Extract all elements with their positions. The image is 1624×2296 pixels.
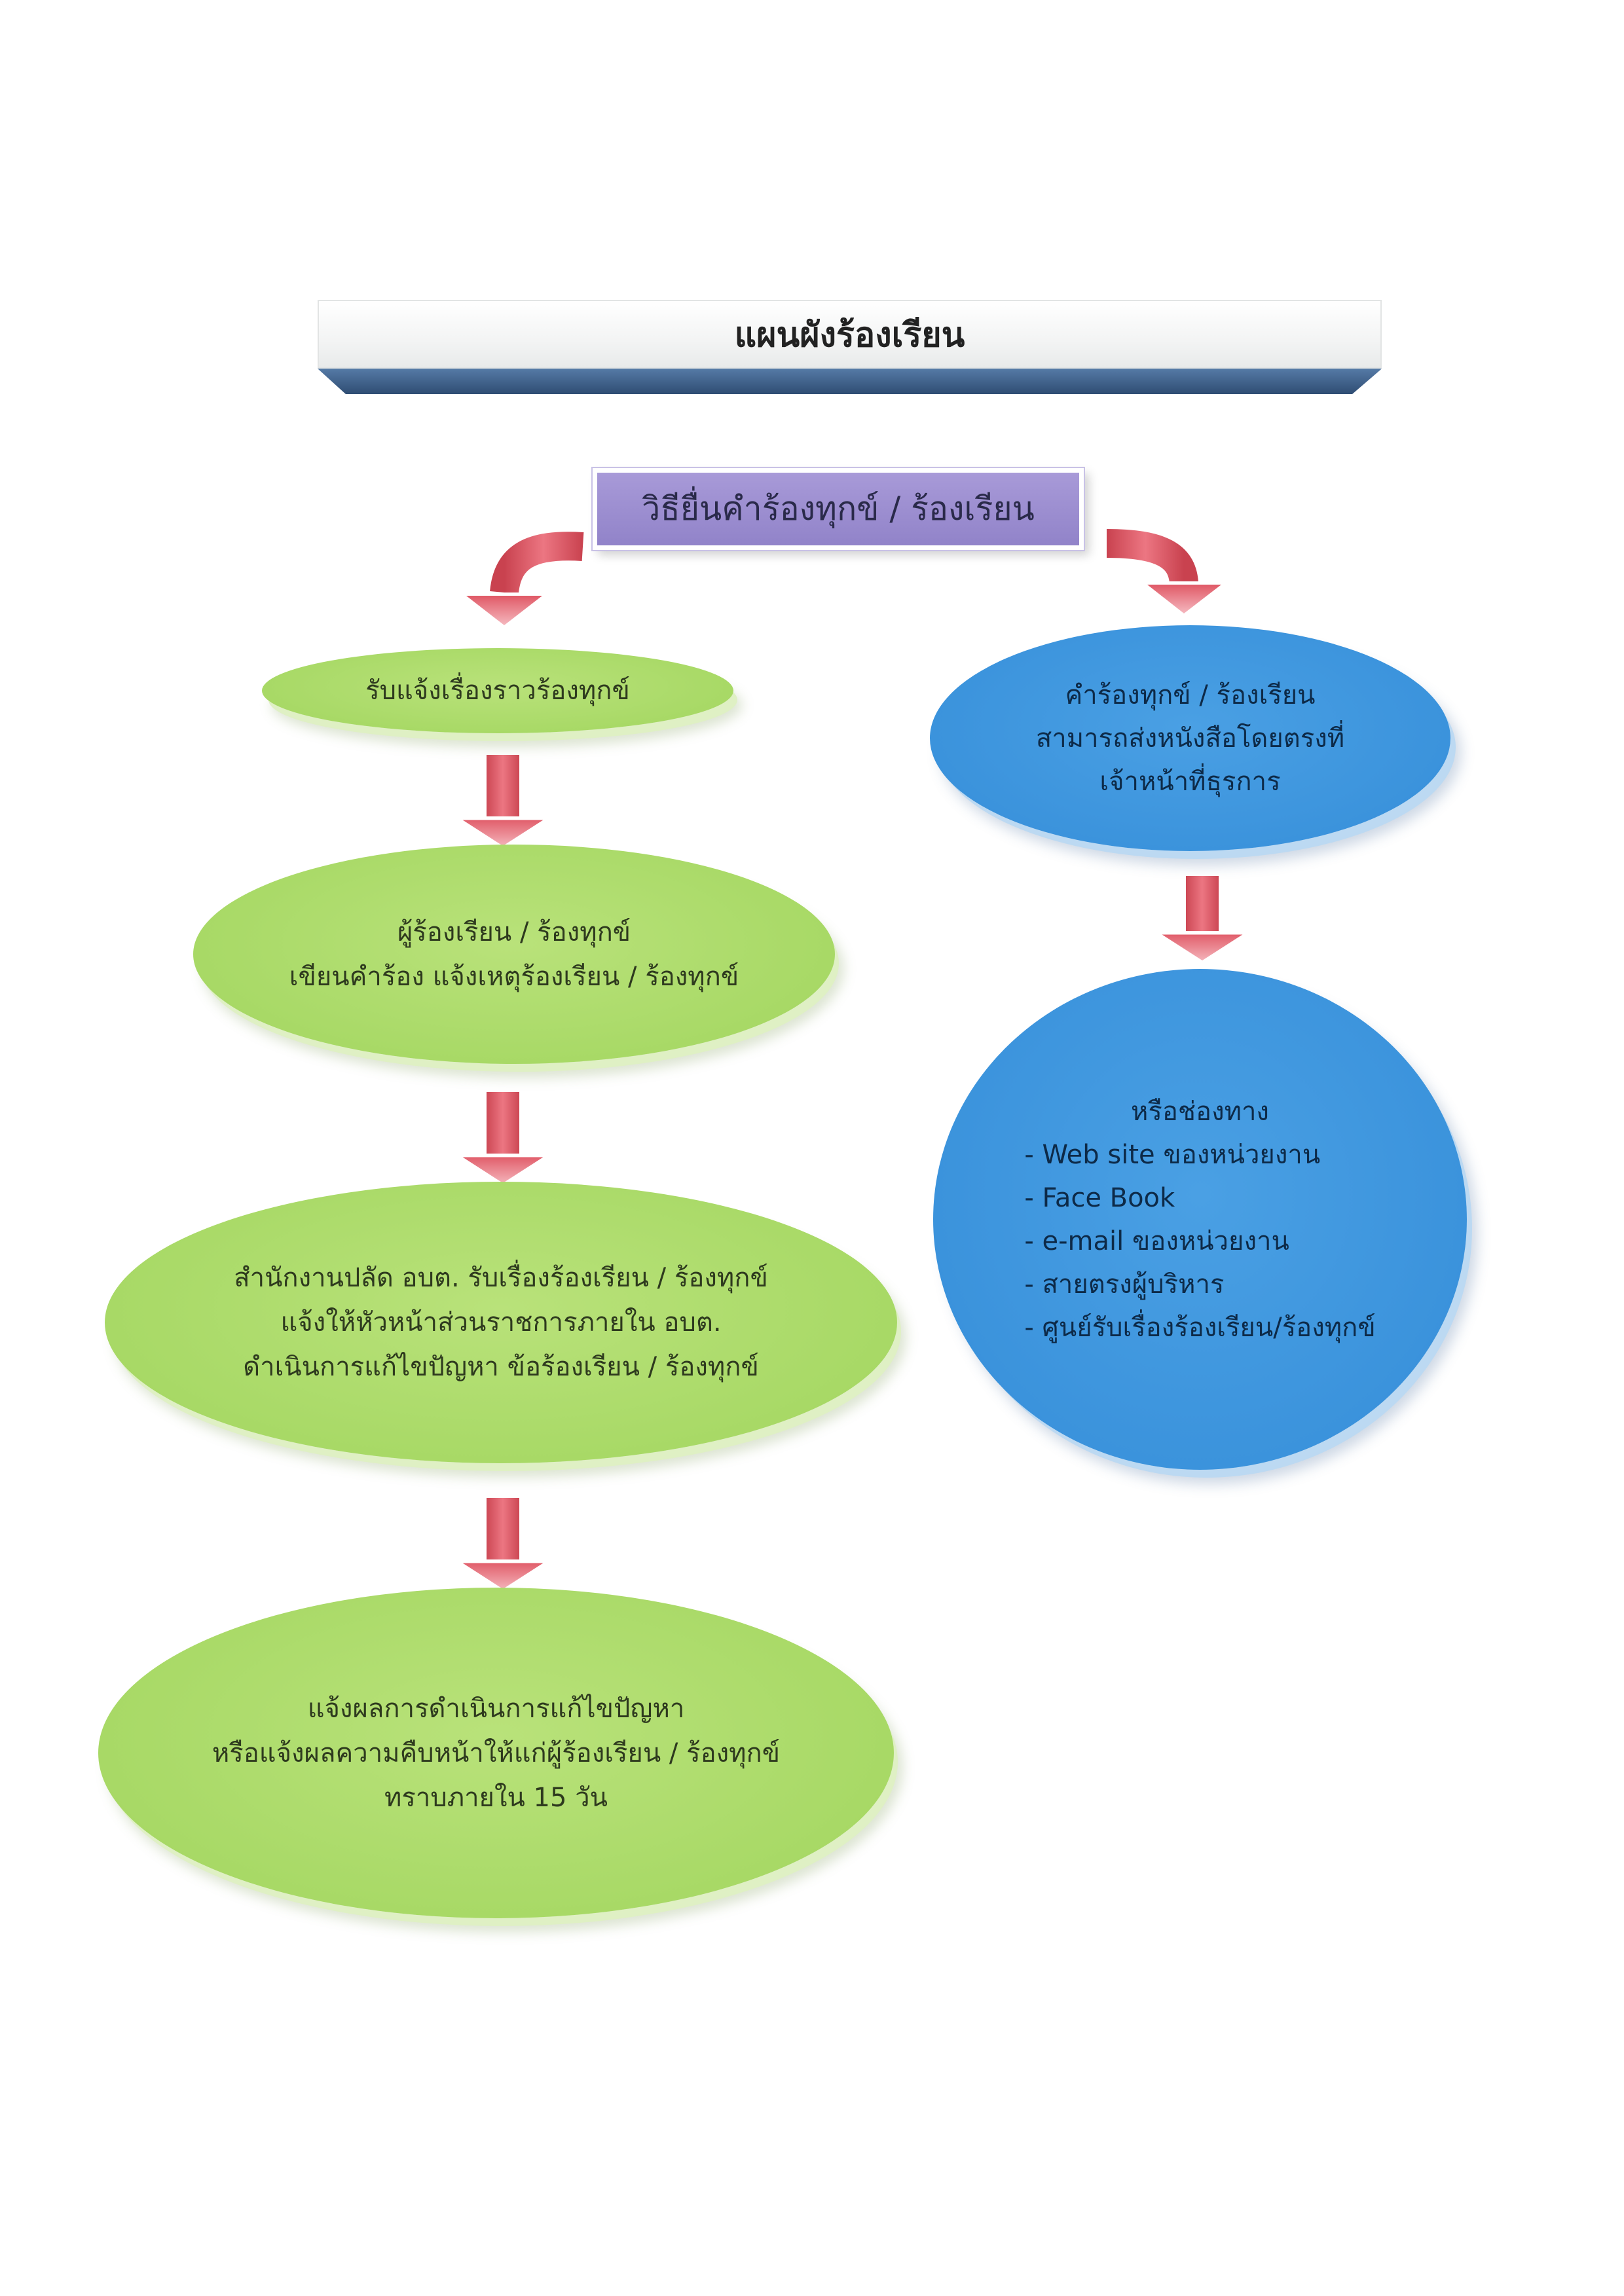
- method-box: วิธียื่นคำร้องทุกข์ / ร้องเรียน: [593, 468, 1084, 550]
- channels-heading: หรือช่องทาง: [1131, 1096, 1269, 1127]
- step-3-line-1: สำนักงานปลัด อบต. รับเรื่องร้องเรียน / ร…: [234, 1263, 768, 1293]
- down-arrow-right: [1151, 872, 1254, 964]
- step-4-line-3: ทราบภายใน 15 วัน: [384, 1782, 608, 1813]
- curved-arrow-left: [462, 527, 584, 629]
- step-office-process: สำนักงานปลัด อบต. รับเรื่องร้องเรียน / ร…: [105, 1182, 897, 1463]
- step-3-line-3: ดำเนินการแก้ไขปัญหา ข้อร้องเรียน / ร้องท…: [243, 1352, 759, 1382]
- direct-submission: คำร้องทุกข์ / ร้องเรียน สามารถส่งหนังสือ…: [930, 625, 1450, 851]
- step-write-complaint: ผู้ร้องเรียน / ร้องทุกข์ เขียนคำร้อง แจ้…: [193, 845, 835, 1064]
- channel-item: - Face Book: [1024, 1182, 1175, 1213]
- title-banner: แผนผังร้องเรียน: [318, 300, 1382, 369]
- channel-item: - ศูนย์รับเรื่องร้องเรียน/ร้องทุกข์: [1024, 1312, 1376, 1343]
- direct-line-2: สามารถส่งหนังสือโดยตรงที่: [1035, 723, 1345, 754]
- title-banner-bevel: [318, 369, 1382, 394]
- direct-line-3: เจ้าหน้าที่ธุรการ: [1099, 766, 1281, 797]
- down-arrow-2: [451, 1088, 555, 1187]
- step-report-result: แจ้งผลการดำเนินการแก้ไขปัญหา หรือแจ้งผลค…: [98, 1588, 894, 1918]
- method-label: วิธียื่นคำร้องทุกข์ / ร้องเรียน: [642, 490, 1035, 528]
- direct-line-1: คำร้องทุกข์ / ร้องเรียน: [1065, 680, 1316, 710]
- down-arrow-3: [451, 1494, 555, 1593]
- down-arrow-1: [451, 751, 555, 850]
- step-1-line-1: รับแจ้งเรื่องราวร้องทุกข์: [365, 676, 630, 706]
- channel-item: - สายตรงผู้บริหาร: [1024, 1269, 1225, 1300]
- channel-item: - e-mail ของหน่วยงาน: [1024, 1226, 1289, 1256]
- step-4-line-1: แจ้งผลการดำเนินการแก้ไขปัญหา: [307, 1693, 685, 1724]
- channel-item: - Web site ของหน่วยงาน: [1024, 1139, 1321, 1170]
- step-receive-complaint: รับแจ้งเรื่องราวร้องทุกข์: [262, 648, 733, 733]
- step-4-line-2: หรือแจ้งผลความคืบหน้าให้แก่ผู้ร้องเรียน …: [212, 1738, 781, 1768]
- step-3-line-2: แจ้งให้หัวหน้าส่วนราชการภายใน อบต.: [280, 1307, 722, 1338]
- other-channels: หรือช่องทาง - Web site ของหน่วยงาน - Fac…: [933, 969, 1467, 1470]
- page-title: แผนผังร้องเรียน: [734, 316, 965, 355]
- step-2-line-1: ผู้ร้องเรียน / ร้องทุกข์: [397, 917, 631, 947]
- step-2-line-2: เขียนคำร้อง แจ้งเหตุร้องเรียน / ร้องทุกข…: [289, 961, 739, 992]
- curved-arrow-right: [1106, 524, 1226, 617]
